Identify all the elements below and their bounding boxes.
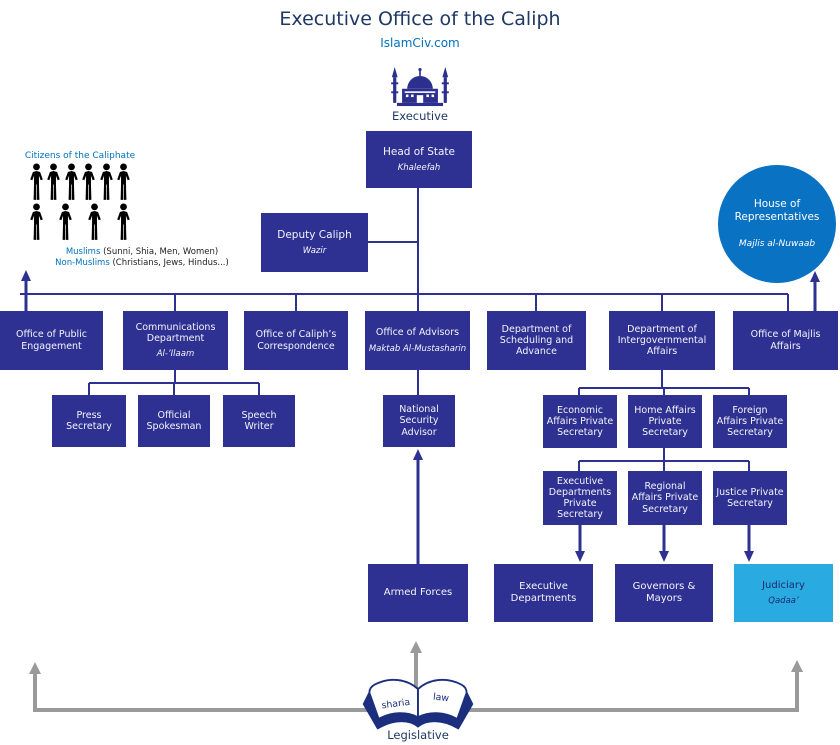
arrow-justice-ps-to-judiciary — [744, 525, 754, 562]
node-subtitle: Maktab Al-Mustasharin — [368, 343, 467, 354]
node-official-spokesman: Official Spokesman — [138, 395, 210, 447]
node-national-security-advisor: National Security Advisor — [383, 395, 455, 447]
node-correspondence: Office of Caliph’s Correspondence — [244, 311, 348, 370]
node-economic-ps: Economic Affairs Private Secretary — [543, 395, 617, 448]
node-title: Deputy Caliph — [277, 228, 352, 241]
arrow-legislative-to-house — [791, 660, 803, 712]
arrow-public-engagement-to-citizens — [21, 270, 31, 311]
arrow-armed-forces-to-nsa — [413, 449, 423, 564]
node-title: Official Spokesman — [146, 409, 202, 432]
non-muslims-detail: (Christians, Jews, Hindus...) — [109, 257, 229, 268]
person-icon — [47, 163, 61, 200]
person-icon — [99, 163, 113, 200]
node-title: Executive Departments — [510, 581, 577, 604]
node-subtitle: Qadaa’ — [768, 596, 799, 607]
node-communications: Communications Department Al-’Ilaam — [123, 311, 228, 370]
node-title: Press Secretary — [66, 409, 112, 432]
node-title: National Security Advisor — [399, 404, 439, 438]
node-subtitle: Al-’Ilaam — [156, 349, 195, 360]
hor-line1: House of — [753, 198, 801, 210]
mosque-icon — [391, 67, 449, 107]
node-title: Office of Advisors — [375, 327, 460, 339]
executive-branch-label: Executive — [392, 109, 448, 123]
node-governors-mayors: Governors & Mayors — [615, 564, 713, 622]
citizens-icons — [28, 163, 132, 243]
node-scheduling: Department of Scheduling and Advance — [487, 311, 586, 370]
node-intergovernmental: Department of Intergovernmental Affairs — [609, 311, 715, 370]
node-executive-departments: Executive Departments — [494, 564, 593, 622]
person-icon — [30, 203, 43, 240]
node-title: Communications Department — [135, 321, 216, 344]
node-title: Foreign Affairs Private Secretary — [716, 404, 784, 439]
node-title: Armed Forces — [383, 587, 453, 599]
node-public-engagement: Office of Public Engagement — [0, 311, 103, 370]
person-icon — [117, 203, 130, 240]
node-title: Executive Departments Private Secretary — [548, 475, 612, 521]
node-press-secretary: Press Secretary — [52, 395, 126, 447]
person-icon — [82, 163, 95, 200]
open-book-icon: sharia law — [362, 678, 474, 730]
node-majlis-affairs: Office of Majlis Affairs — [733, 311, 838, 370]
citizens-title: Citizens of the Caliphate — [24, 151, 136, 161]
node-title: Justice Private Secretary — [716, 486, 784, 509]
book-right-label: law — [432, 691, 450, 704]
muslims-label: Muslims — [65, 247, 101, 257]
node-judiciary: Judiciary Qadaa’ — [734, 564, 833, 622]
arrow-legislative-to-citizens — [29, 662, 41, 712]
node-title: Home Affairs Private Secretary — [634, 404, 696, 439]
arrow-exec-ps-to-executive-departments — [575, 525, 585, 562]
person-icon — [117, 163, 130, 200]
node-title: Office of Public Engagement — [15, 329, 88, 352]
node-subtitle: Khaleefah — [397, 163, 441, 174]
node-title: Speech Writer — [241, 409, 277, 432]
node-title: Office of Majlis Affairs — [750, 329, 821, 352]
site-link[interactable]: IslamCiv.com — [380, 36, 460, 50]
node-house-of-representatives: House of Representatives Majlis al-Nuwaa… — [718, 165, 836, 283]
person-icon — [64, 163, 78, 200]
node-title: Department of Intergovernmental Affairs — [617, 323, 707, 358]
legislative-branch-label: Legislative — [387, 728, 449, 742]
node-title: Department of Scheduling and Advance — [499, 323, 574, 358]
node-regional-ps: Regional Affairs Private Secretary — [628, 471, 702, 525]
node-armed-forces: Armed Forces — [368, 564, 468, 622]
node-justice-ps: Justice Private Secretary — [713, 471, 787, 525]
non-muslims-label: Non-Muslims — [55, 257, 110, 268]
hor-subtitle: Majlis al-Nuwaab — [738, 239, 816, 250]
node-deputy-caliph: Deputy Caliph Wazir — [261, 213, 368, 272]
person-icon — [30, 163, 43, 200]
node-speech-writer: Speech Writer — [223, 395, 295, 447]
node-home-ps: Home Affairs Private Secretary — [628, 395, 702, 448]
node-title: Economic Affairs Private Secretary — [546, 404, 614, 439]
node-advisors: Office of Advisors Maktab Al-Mustasharin — [365, 311, 470, 370]
node-foreign-ps: Foreign Affairs Private Secretary — [713, 395, 787, 448]
page-title: Executive Office of the Caliph — [279, 8, 561, 30]
node-title: Regional Affairs Private Secretary — [631, 481, 699, 515]
legislative-book: sharia law — [360, 676, 476, 738]
node-executive-ps: Executive Departments Private Secretary — [543, 471, 617, 525]
arrow-majlis-affairs-to-house — [810, 271, 820, 311]
book-left-label: sharia — [381, 697, 411, 711]
person-icon — [88, 203, 101, 240]
citizens-notes: Muslims (Sunni, Shia, Men, Women) Non-Mu… — [2, 247, 282, 268]
node-title: Office of Caliph’s Correspondence — [255, 329, 337, 352]
node-title: Head of State — [382, 145, 456, 158]
org-tree-lines — [20, 188, 789, 471]
node-title: Judiciary — [762, 579, 805, 591]
node-title: Governors & Mayors — [632, 581, 696, 604]
muslims-detail: (Sunni, Shia, Men, Women) — [100, 247, 219, 257]
node-subtitle: Wazir — [302, 246, 327, 257]
node-head-of-state: Head of State Khaleefah — [366, 131, 472, 188]
person-icon — [59, 203, 72, 240]
arrow-regional-ps-to-governors — [659, 525, 669, 562]
hor-line2: Representatives — [734, 210, 820, 223]
